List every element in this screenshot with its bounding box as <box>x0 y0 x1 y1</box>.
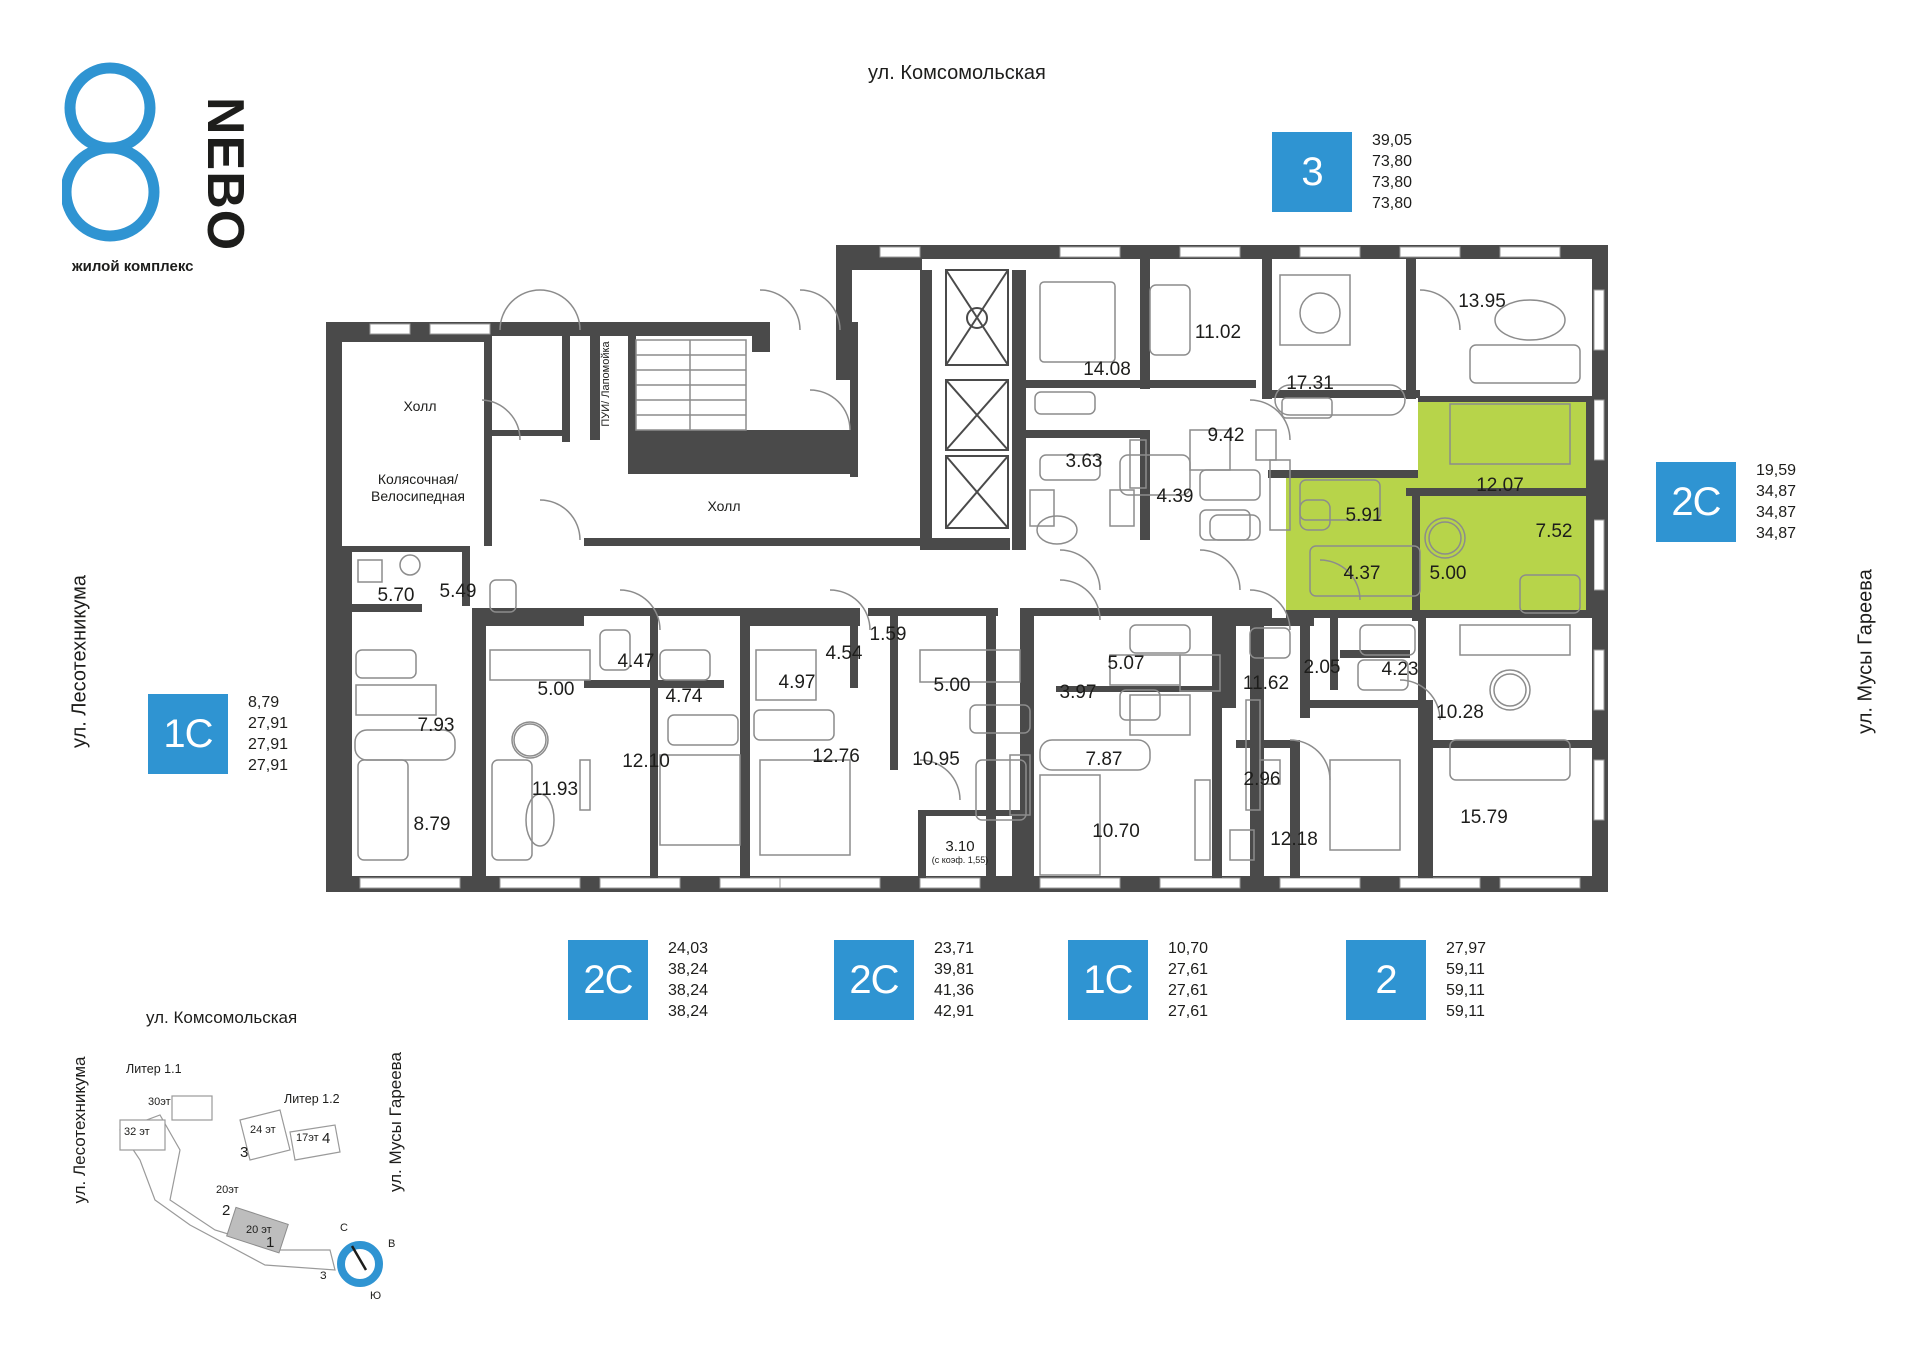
room-area-4-74: 4.74 <box>665 686 703 707</box>
room-area-4-47: 4.47 <box>617 651 655 672</box>
room-area-8-79: 8.79 <box>413 814 451 835</box>
room-area-4-23: 4.23 <box>1381 659 1419 680</box>
room-area-12-07: 12.07 <box>1476 475 1524 496</box>
apartment-badge-2c-a[interactable]: 2С <box>568 940 648 1020</box>
room-label-holl-1: Холл <box>403 398 437 414</box>
room-area-9-42: 9.42 <box>1207 425 1245 446</box>
minimap-liter-1-1: Литер 1.1 <box>126 1062 182 1076</box>
room-area-7-87: 7.87 <box>1085 749 1123 770</box>
logo-figure-eight-icon <box>60 62 160 242</box>
doors <box>481 289 1461 801</box>
minimap-section-4: 4 <box>322 1130 331 1147</box>
room-area-5-49: 5.49 <box>439 581 477 602</box>
room-area-1-59: 1.59 <box>869 624 907 645</box>
elevator-shafts <box>945 269 1009 529</box>
apartment-badge-1c-b[interactable]: 1С <box>1068 940 1148 1020</box>
room-area-12-10: 12.10 <box>622 751 670 772</box>
room-area-11-93: 11.93 <box>531 779 579 800</box>
minimap-floors-17: 17эт <box>296 1132 319 1144</box>
room-area-10-28: 10.28 <box>1436 702 1484 723</box>
logo: NEBO жилой комплекс <box>60 60 262 275</box>
room-area-12-76: 12.76 <box>812 746 860 767</box>
room-area-5-70: 5.70 <box>377 585 415 606</box>
minimap-liter-1-2: Литер 1.2 <box>284 1092 340 1106</box>
room-area-3-63: 3.63 <box>1065 451 1103 472</box>
room-area-7-52: 7.52 <box>1535 521 1573 542</box>
minimap-floors-20a: 20эт <box>216 1184 239 1196</box>
minimap-street-top: ул. Комсомольская <box>146 1008 298 1027</box>
minimap-floors-24: 24 эт <box>250 1124 276 1136</box>
compass-east: В <box>388 1238 396 1250</box>
logo-subtitle: жилой комплекс <box>72 258 194 275</box>
room-area-17-31: 17.31 <box>1286 373 1334 394</box>
windows <box>359 246 1605 889</box>
minimap-site-plan <box>119 1095 341 1271</box>
minimap-section-2: 2 <box>222 1202 231 1219</box>
room-area-5-07: 5.07 <box>1107 653 1145 674</box>
room-label-stroller: Колясочная/ Велосипедная <box>371 471 465 504</box>
compass-south: Ю <box>370 1290 382 1302</box>
room-area-14-08: 14.08 <box>1083 359 1131 380</box>
apartment-badge-2[interactable]: 2 <box>1346 940 1426 1020</box>
apartment-badge-1c-left[interactable]: 1С <box>148 694 228 774</box>
minimap-section-3: 3 <box>240 1144 249 1161</box>
furniture <box>354 274 1581 876</box>
room-area-10-70: 10.70 <box>1092 821 1140 842</box>
room-area-2-05: 2.05 <box>1303 657 1341 678</box>
room-area-7-93: 7.93 <box>417 715 455 736</box>
minimap-floors-30: 30эт <box>148 1096 171 1108</box>
room-area-12-18: 12.18 <box>1270 829 1318 850</box>
room-area-13-95: 13.95 <box>1458 291 1506 312</box>
minimap-buildings <box>119 1095 341 1271</box>
minimap-section-1: 1 <box>266 1234 275 1251</box>
dining-tables <box>513 292 1527 757</box>
room-area-4-37: 4.37 <box>1343 563 1381 584</box>
apartment-badge-2c-b[interactable]: 2С <box>834 940 914 1020</box>
room-area-4-39: 4.39 <box>1156 486 1194 507</box>
wheelchair-icon <box>966 307 988 329</box>
compass-north: С <box>340 1222 348 1234</box>
street-top-label: ул. Комсомольская <box>868 62 1046 84</box>
minimap-floors-32: 32 эт <box>124 1126 150 1138</box>
room-area-15-79: 15.79 <box>1460 807 1508 828</box>
room-area-11-02: 11.02 <box>1194 322 1242 343</box>
room-label-pui: ПУИ/ Лапомойка <box>600 341 612 427</box>
highlighted-apartment[interactable] <box>1286 396 1586 618</box>
room-area-4-54: 4.54 <box>825 643 863 664</box>
room-area-11-62: 11.62 <box>1242 673 1290 694</box>
room-area-2-96: 2.96 <box>1243 769 1281 790</box>
minimap-street-left: ул. Лесотехникума <box>70 1056 89 1204</box>
compass: С В З Ю <box>318 1218 408 1308</box>
room-label-holl-2: Холл <box>707 498 741 514</box>
room-area-3-10: 3.10 (с коэф. 1,55) <box>931 838 989 865</box>
room-area-10-95: 10.95 <box>912 749 960 770</box>
apartment-badge-2c-right[interactable]: 2С <box>1656 462 1736 542</box>
compass-icon <box>337 1241 383 1287</box>
room-area-3-97: 3.97 <box>1059 682 1097 703</box>
compass-west: З <box>320 1270 327 1282</box>
minimap-floors-20b: 20 эт <box>246 1224 272 1236</box>
room-area-5-00-b: 5.00 <box>933 675 971 696</box>
room-area-5-91: 5.91 <box>1345 505 1383 526</box>
staircase <box>635 339 747 431</box>
apartment-badge-3[interactable]: 3 <box>1272 132 1352 212</box>
interior-walls <box>342 258 1608 878</box>
room-area-5-00-highlight: 5.00 <box>1429 563 1467 584</box>
room-area-4-97: 4.97 <box>778 672 816 693</box>
minimap-current-section[interactable] <box>226 1206 289 1254</box>
room-area-5-00-a: 5.00 <box>537 679 575 700</box>
